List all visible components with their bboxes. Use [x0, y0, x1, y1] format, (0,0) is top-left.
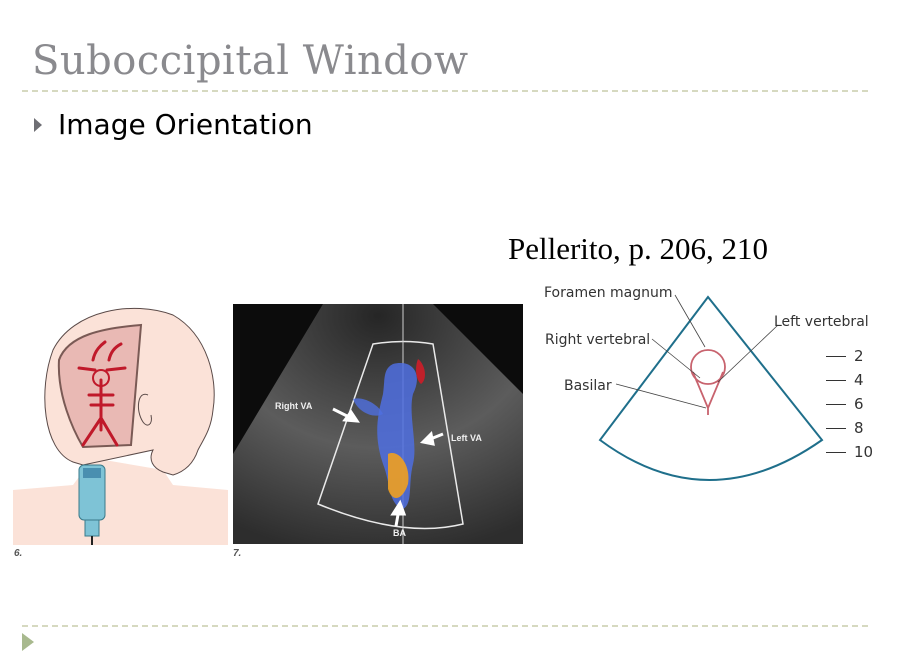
- title-divider: [22, 90, 868, 92]
- depth-scale: 2 4 6 8 10: [826, 344, 873, 464]
- head-illustration: [13, 300, 228, 545]
- figure-6-label: 6.: [14, 548, 23, 559]
- footer-triangle-icon: [22, 633, 34, 651]
- foramen-magnum-label: Foramen magnum: [544, 285, 673, 301]
- citation: Pellerito, p. 206, 210: [508, 231, 769, 266]
- right-va-label: Right VA: [275, 401, 313, 411]
- sector-diagram: Foramen magnum Right vertebral Left vert…: [540, 280, 890, 495]
- ultrasound-image: Right VA Left VA BA: [233, 304, 523, 544]
- depth-tick: 4: [826, 368, 873, 392]
- depth-tick: 6: [826, 392, 873, 416]
- basilar-label: Basilar: [564, 378, 612, 394]
- depth-tick: 8: [826, 416, 873, 440]
- depth-tick: 2: [826, 344, 873, 368]
- depth-tick: 10: [826, 440, 873, 464]
- right-vertebral-label: Right vertebral: [545, 332, 651, 348]
- slide-title: Suboccipital Window: [32, 38, 469, 84]
- ba-label: BA: [393, 528, 406, 538]
- left-va-label: Left VA: [451, 433, 482, 443]
- figure-7-label: 7.: [233, 548, 242, 559]
- bullet-text: Image Orientation: [58, 108, 313, 141]
- footer-divider: [22, 625, 868, 627]
- bullet-item: Image Orientation: [34, 108, 313, 141]
- bullet-triangle-icon: [34, 117, 42, 132]
- left-vertebral-label: Left vertebral: [774, 314, 869, 330]
